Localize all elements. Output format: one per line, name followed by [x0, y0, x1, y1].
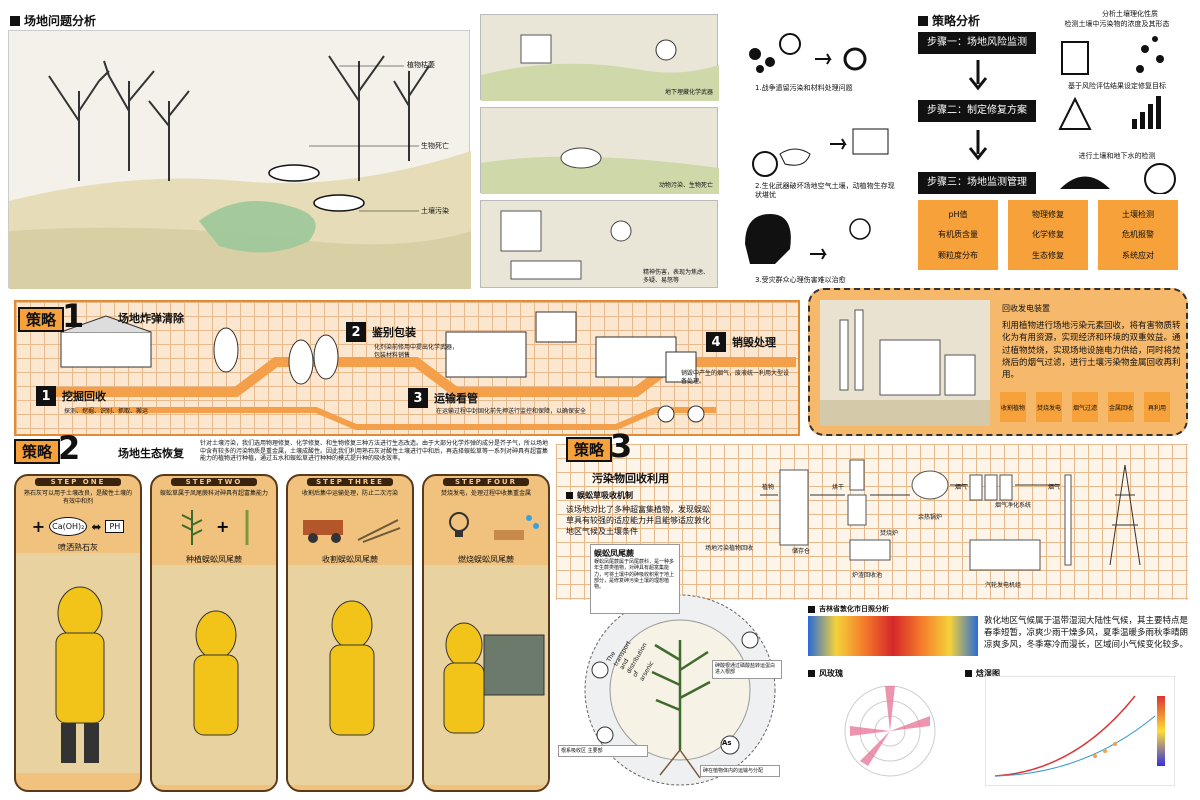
harvester-icon [303, 518, 401, 543]
problem-icons-svg [745, 33, 889, 264]
down-arrow-icons [968, 60, 988, 161]
power-plant-illustration [820, 300, 990, 426]
strategy1-tag: 策略 1 [18, 300, 84, 332]
climate-title: 吉林省敦化市日照分析 [808, 604, 889, 614]
strategy1-title: 场地炸弹清除 [118, 312, 184, 325]
strategy-icons-svg [1058, 36, 1176, 194]
analysis-cell-1: pH值 有机质含量 颗粒度分布 [918, 200, 998, 270]
psy-title: 焓湿图 [965, 668, 1000, 679]
square-icon [918, 15, 928, 26]
strategy3-tag: 策略 3 [566, 430, 632, 462]
wind-title: 风玫瑰 [808, 668, 843, 679]
strategy3-title: 污染物回收利用 [592, 472, 669, 485]
worker-illustration-3 [288, 564, 412, 785]
psychrometric-chart-svg [985, 676, 1175, 786]
climate-text: 敦化地区气候属于温带湿润大陆性气候，其主要特点是春季短暂，凉爽少雨干燥多风，夏季… [984, 616, 1189, 650]
fern-plus-corn-icon: + [181, 509, 249, 545]
svg-text:+: + [216, 517, 229, 536]
label-bio: 生物死亡 [421, 142, 449, 150]
recovery-text: 利用植物进行场地污染元素回收，将有害物质转化为有用资源，实现经济和环境的双重效益… [1002, 321, 1181, 381]
s1-step-1: 1 挖掘回收 [36, 386, 106, 406]
problem-2: 2.生化武器破坏场地空气土壤，动植物生存现状堪忧 [755, 182, 895, 200]
s1-step-2: 2 鉴别包装 [346, 322, 416, 342]
strategy-step-2: 步骤二：制定修复方案 [918, 100, 1036, 122]
s1-step-4: 4 销毁处理 [706, 332, 776, 352]
strategy3-desc: 该场地对比了多种超富集植物，发现蜈蚣草具有较强的适应能力并且能够适应敦化地区气候… [566, 505, 710, 537]
fern-circle-svg [584, 594, 776, 786]
process-flow-svg [760, 459, 1141, 571]
worker-illustration-2 [152, 564, 276, 785]
bomb-icons [268, 164, 365, 212]
recovery-title: 回收发电装置 [1002, 304, 1050, 313]
strategy2-title: 场地生态恢复 [118, 447, 184, 460]
square-icon [808, 670, 815, 677]
square-icon [566, 492, 573, 499]
strategy-step-1: 步骤一：场地风险监测 [918, 32, 1036, 54]
square-icon [10, 15, 20, 26]
strategy-step-3: 步骤三：场地监测管理 [918, 172, 1036, 194]
site-illustration: 植物枯萎 生物死亡 土壤污染 [8, 30, 471, 289]
worker-illustration-4 [424, 564, 548, 785]
wind-rose-svg [844, 685, 936, 777]
square-icon [965, 670, 972, 677]
strategy1-panel: 策略 1 场地炸弹清除 1 挖掘回收 探测、挖掘、识别、抓取、搬运 2 鉴别包装… [14, 300, 800, 436]
recovery-panel: 回收发电装置 利用植物进行场地污染元素回收，将有害物质转化为有用资源，实现经济和… [808, 288, 1188, 436]
problem-panel-2: 动物污染、生物死亡 [480, 107, 719, 194]
square-icon [808, 605, 815, 613]
step-card-1: STEP ONE 熟石灰可以用于土壤改良，是酸性土壤的有效中和剂 + Ca(OH… [14, 474, 142, 792]
fern-info-card: 蜈蚣凤尾蕨 蜈蚣凤尾蕨属于凤尾蕨科，是一种多年生蕨类植物，对砷具有超富集能力，可… [590, 544, 680, 614]
s1-step-3: 3 运输看管 [408, 388, 478, 408]
step-card-2: STEP TWO 蜈蚣草属于凤尾蕨科对砷具有超富集能力 + 种植蜈蚣凤尾蕨 [150, 474, 278, 792]
strategy-analysis-title: 策略分析 [918, 12, 980, 29]
label-plant: 植物枯萎 [407, 61, 435, 69]
analysis-cell-2: 物理修复 化学修复 生态修复 [1008, 200, 1088, 270]
problem-list: 1.战争遗留污染和材料处理问题 2.生化武器破坏场地空气土壤，动植物生存现状堪忧… [735, 14, 900, 289]
step-card-3: STEP THREE 收割后集中运输处理，防止二次污染 收割蜈蚣凤尾蕨 [286, 474, 414, 792]
problem-3: 3.受灾群众心理伤害难以治愈 [755, 276, 846, 284]
site-landscape-svg [9, 55, 471, 289]
problem-panel-1: 地下埋藏化学武器 [480, 14, 719, 101]
analysis-cell-3: 土壤检测 危机报警 系统应对 [1098, 200, 1178, 270]
bulb-drops-icon [449, 511, 539, 540]
recovery-flow: 收割植物 焚烧发电 烟气过滤 金属回收 再利用 [1000, 392, 1170, 422]
strategy1-path-svg [56, 311, 796, 430]
label-soil: 土壤污染 [421, 207, 449, 215]
strategy3-sub: 蜈蚣草吸收机制 [566, 490, 633, 501]
strategy2-steps: STEP ONE 熟石灰可以用于土壤改良，是酸性土壤的有效中和剂 + Ca(OH… [14, 474, 550, 792]
sunlight-heatmap [808, 616, 978, 656]
strategy2-desc: 针对土壤污染，我们选用物理修复、化学修复、和生物修复三种方法进行生态改造。由于大… [200, 440, 549, 462]
site-analysis-title: 场地问题分析 [10, 12, 96, 29]
strategy3-panel [556, 444, 1188, 600]
fern-diagram: 蜈蚣凤尾蕨 蜈蚣凤尾蕨属于凤尾蕨科，是一种多年生蕨类植物，对砷具有超富集能力，可… [558, 540, 790, 790]
problem-1: 1.战争遗留污染和材料处理问题 [755, 84, 853, 92]
strategy2-tag: 策略 2 [14, 432, 80, 464]
problem-panel-3: 精神伤害，表现为焦虑、多疑、易怒等 [480, 200, 718, 288]
worker-illustration-1 [16, 553, 140, 773]
step-card-4: STEP FOUR 焚烧发电，处理过程中收集重金属 燃烧蜈蚣凤尾蕨 [422, 474, 550, 792]
